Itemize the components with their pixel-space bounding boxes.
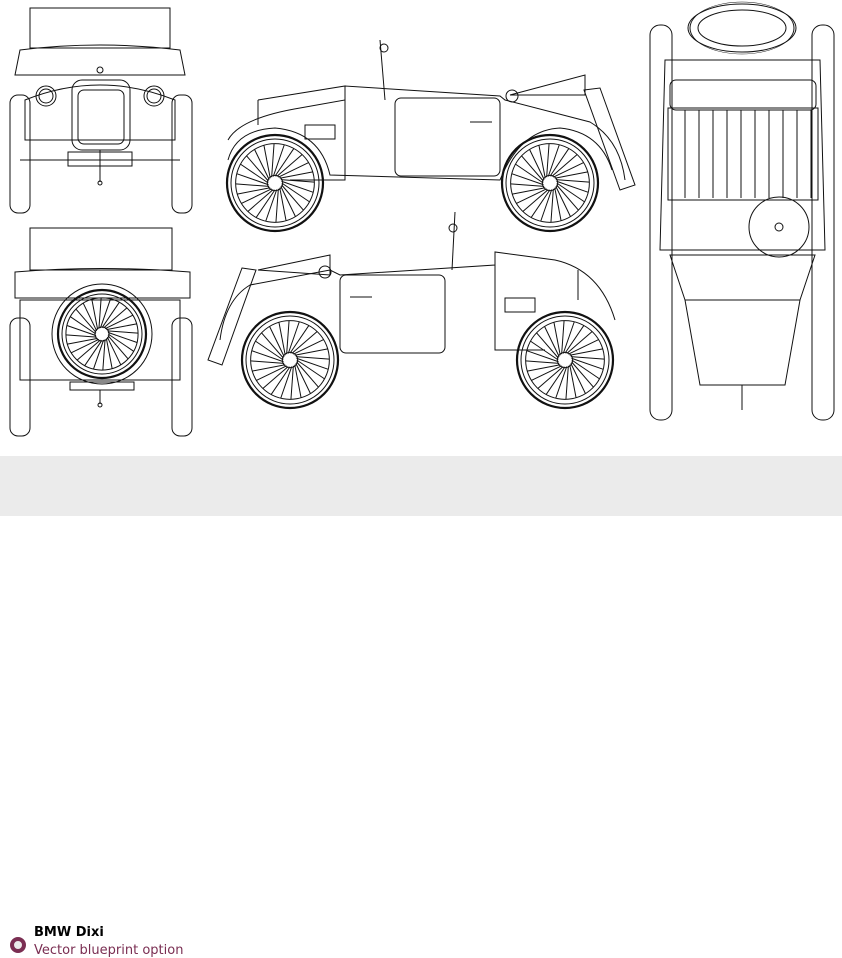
spoked-wheel bbox=[500, 133, 600, 233]
side-view-left bbox=[207, 211, 616, 366]
spoked-wheel bbox=[56, 288, 148, 380]
spoked-wheel bbox=[225, 133, 325, 233]
rear-view bbox=[9, 227, 193, 437]
side-view-right bbox=[227, 39, 636, 191]
caption-subtitle: Vector blueprint option bbox=[34, 943, 184, 958]
caption-bar: BMW Dixi Vector blueprint option bbox=[0, 456, 842, 958]
caption-title: BMW Dixi bbox=[34, 925, 104, 940]
front-view bbox=[9, 7, 193, 214]
spoked-wheel bbox=[240, 310, 340, 410]
spoked-wheel bbox=[515, 310, 615, 410]
top-view bbox=[649, 1, 835, 421]
wheels bbox=[225, 133, 615, 410]
blueprint-drawing bbox=[9, 1, 835, 437]
ring-bullet-icon bbox=[10, 937, 26, 953]
